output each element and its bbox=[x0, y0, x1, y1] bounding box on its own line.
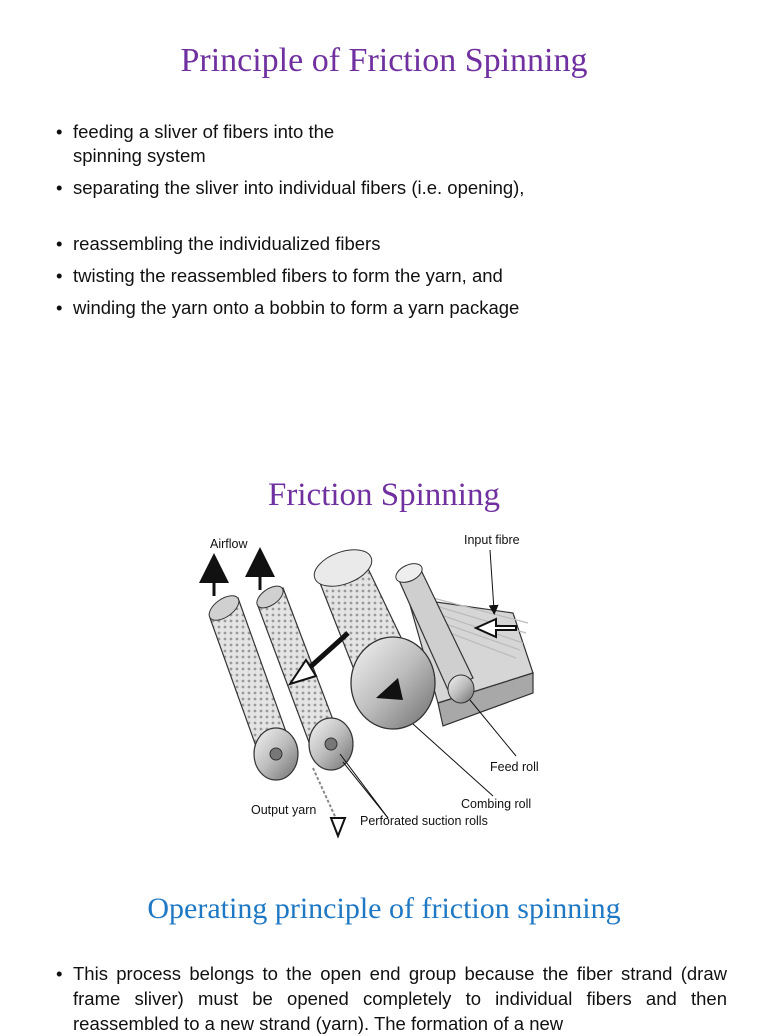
list-item: reassembling the individualized fibers bbox=[56, 232, 380, 256]
fibre-transport-arrow bbox=[287, 631, 350, 686]
bullet-line: feeding a sliver of fibers into the bbox=[73, 121, 335, 142]
bullet-line: reassembling the individualized fibers bbox=[73, 233, 381, 254]
label-combing-roll: Combing roll bbox=[461, 797, 531, 811]
friction-spinning-diagram: Airflow Input fibre Feed roll Combing ro… bbox=[199, 533, 539, 839]
section-title-operating-principle: Operating principle of friction spinning bbox=[147, 892, 621, 925]
label-feed-roll: Feed roll bbox=[490, 760, 539, 774]
page-title: Principle of Friction Spinning bbox=[180, 42, 588, 79]
label-perforated-suction-rolls: Perforated suction rolls bbox=[360, 814, 488, 828]
list-item: winding the yarn onto a bobbin to form a… bbox=[56, 296, 519, 320]
leader-lines bbox=[339, 699, 517, 819]
feed-roll bbox=[395, 563, 475, 704]
bullet-line: separating the sliver into individual fi… bbox=[73, 177, 525, 198]
list-item: twisting the reassembled fibers to form … bbox=[56, 264, 503, 288]
list-item: separating the sliver into individual fi… bbox=[56, 176, 524, 200]
bullet-line: winding the yarn onto a bobbin to form a… bbox=[73, 297, 520, 318]
bullet-line: twisting the reassembled fibers to form … bbox=[73, 265, 503, 286]
section-title-friction-spinning: Friction Spinning bbox=[268, 477, 500, 513]
list-item: feeding a sliver of fibers into the spin… bbox=[56, 120, 334, 168]
suction-roll-left bbox=[208, 595, 299, 781]
airflow-arrows bbox=[199, 547, 275, 596]
label-input-fibre: Input fibre bbox=[464, 533, 520, 547]
label-airflow: Airflow bbox=[210, 537, 248, 551]
output-yarn bbox=[312, 767, 347, 839]
label-output-yarn: Output yarn bbox=[251, 803, 316, 817]
bullet-line: spinning system bbox=[73, 145, 206, 166]
input-arrow bbox=[473, 549, 517, 639]
operating-principle-paragraph: This process belongs to the open end gro… bbox=[56, 961, 727, 1036]
combing-roll bbox=[313, 549, 436, 730]
